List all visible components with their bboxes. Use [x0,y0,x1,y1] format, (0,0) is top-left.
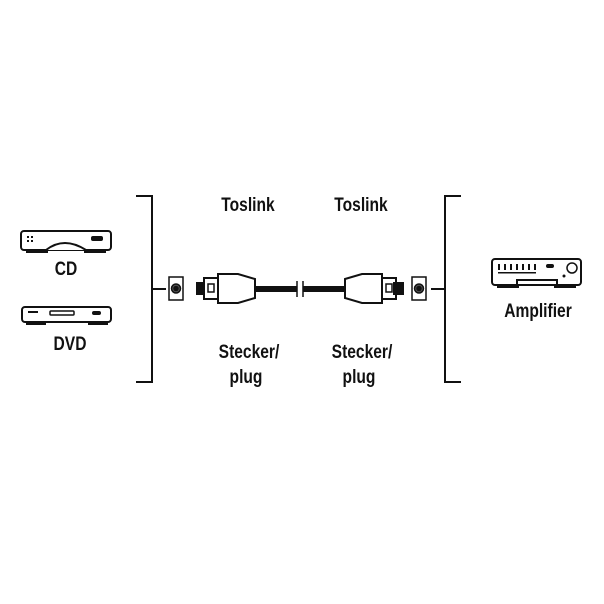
right-connector-label: Toslink [334,195,388,216]
left-connector-label: Toslink [221,195,275,216]
source-bracket [136,195,166,383]
dvd-player-icon [21,306,112,325]
source-label-dvd: DVD [53,334,87,355]
cd-player-icon [20,230,112,253]
toslink-plug-left-icon [196,273,256,304]
toslink-plug-right-icon [344,273,404,304]
amplifier-icon [491,258,582,288]
left-plug-type-line2: plug [229,367,263,388]
right-plug-type-line1: Stecker/ [331,342,393,363]
toslink-socket-right-icon [411,276,427,301]
right-plug-type-line2: plug [342,367,376,388]
optical-cable [255,281,345,297]
destination-label: Amplifier [504,301,572,322]
left-plug-type-line1: Stecker/ [218,342,280,363]
source-label-cd: CD [54,259,78,280]
toslink-socket-left-icon [168,276,184,301]
destination-bracket [431,195,461,383]
